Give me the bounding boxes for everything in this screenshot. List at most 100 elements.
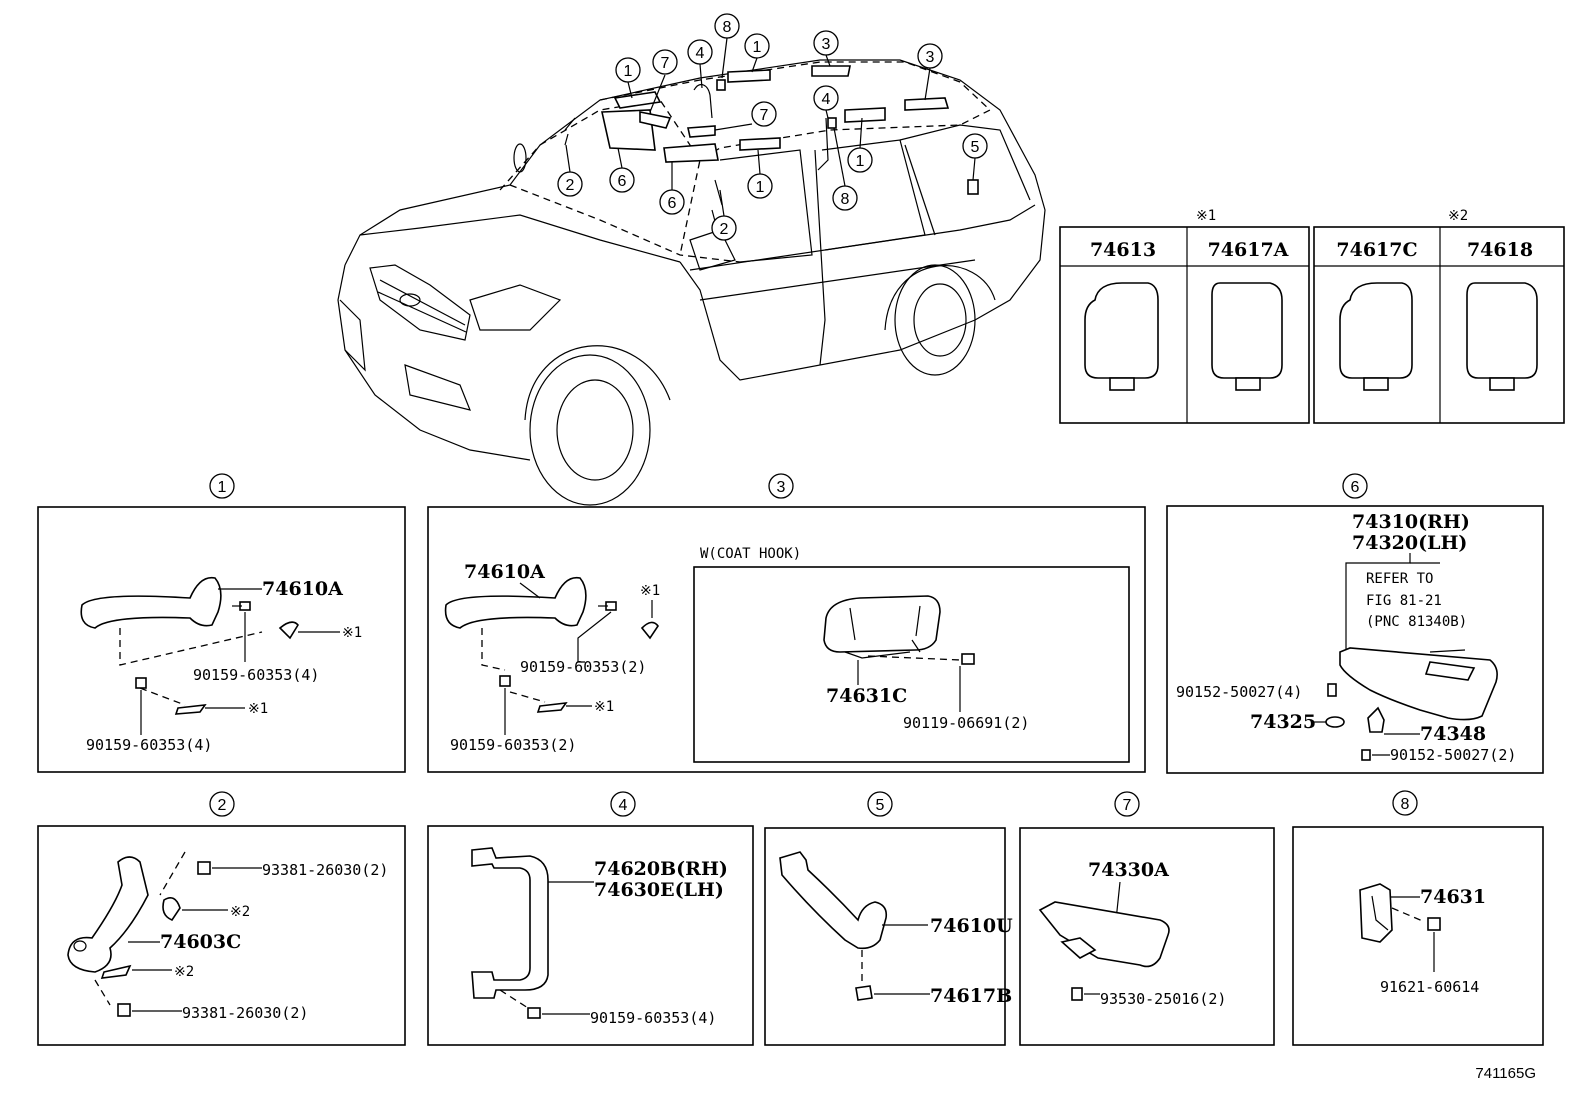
svg-text:74610U: 74610U [930, 915, 1013, 937]
callout-7: 7 [649, 49, 678, 113]
panel-7: 7 74330A 93530-25016(2) [1019, 791, 1275, 1046]
panel-4: 4 74620B(RH) 74630E(LH) 90159-60353(4) [427, 791, 754, 1046]
svg-text:7: 7 [661, 55, 670, 72]
svg-text:1: 1 [218, 479, 227, 496]
cap-shape-74618 [1466, 282, 1538, 391]
svg-text:90159-60353(4): 90159-60353(4) [193, 666, 319, 684]
callout-1: 1 [615, 57, 641, 99]
svg-text:74330A: 74330A [1088, 859, 1169, 881]
panel-5: 5 74610U 74617B [764, 791, 1013, 1046]
callout-2: 2 [711, 189, 737, 241]
svg-text:2: 2 [218, 797, 227, 814]
callout-1: 1 [747, 149, 773, 199]
svg-text:74348: 74348 [1420, 723, 1486, 745]
svg-text:90159-60353(2): 90159-60353(2) [520, 658, 646, 676]
svg-text:74620B(RH): 74620B(RH) [594, 858, 728, 880]
svg-text:2: 2 [566, 177, 575, 194]
svg-text:90152-50027(4): 90152-50027(4) [1176, 683, 1302, 701]
svg-text:4: 4 [619, 797, 628, 814]
coat-hook-handle [823, 595, 941, 659]
callout-2: 2 [557, 144, 583, 197]
svg-text:1: 1 [624, 63, 633, 80]
svg-text:※1: ※1 [594, 699, 614, 715]
svg-text:90119-06691(2): 90119-06691(2) [903, 714, 1029, 732]
svg-text:6: 6 [668, 195, 677, 212]
svg-text:8: 8 [1401, 796, 1410, 813]
svg-text:74630E(LH): 74630E(LH) [594, 879, 724, 901]
part-74618: 74618 [1467, 239, 1533, 261]
callout-5: 5 [962, 133, 988, 181]
callout-4: 4 [813, 85, 839, 119]
svg-text:W(COAT HOOK): W(COAT HOOK) [700, 546, 801, 562]
part-74617A: 74617A [1208, 239, 1289, 261]
svg-text:8: 8 [841, 191, 850, 208]
part-74617C: 74617C [1336, 239, 1417, 261]
callout-4: 4 [687, 39, 713, 89]
svg-text:1: 1 [856, 153, 865, 170]
svg-text:74310(RH): 74310(RH) [1352, 511, 1470, 533]
cap-shape-74617A [1211, 282, 1283, 391]
callout-7: 7 [714, 101, 777, 131]
svg-text:74631: 74631 [1420, 886, 1486, 908]
panel-6: 6 74310(RH) 74320(LH) REFER TO FIG 81-21… [1166, 473, 1544, 774]
svg-text:90159-60353(2): 90159-60353(2) [450, 736, 576, 754]
callout-6: 6 [609, 147, 635, 193]
svg-text:90159-60353(4): 90159-60353(4) [590, 1009, 716, 1027]
marks-table: ※1 ※2 74613 74617A 74617C 74618 [1059, 208, 1565, 424]
panel-3: 3 74610A 90159-60353(2) ※1 90159-60353(2… [427, 473, 1146, 773]
svg-text:90152-50027(2): 90152-50027(2) [1390, 746, 1516, 764]
cap-shape-74617C [1339, 282, 1413, 391]
svg-text:1: 1 [756, 179, 765, 196]
svg-text:93381-26030(2): 93381-26030(2) [262, 861, 388, 879]
diagram-code: 741165G [1475, 1065, 1536, 1082]
svg-text:6: 6 [618, 173, 627, 190]
svg-text:2: 2 [720, 221, 729, 238]
callout-8: 8 [832, 127, 858, 211]
svg-text:74610A: 74610A [262, 578, 343, 600]
callout-1: 1 [744, 33, 770, 73]
svg-text:REFER TO: REFER TO [1366, 571, 1433, 587]
bolt [232, 601, 251, 611]
svg-text:91621-60614: 91621-60614 [1380, 978, 1479, 996]
svg-text:※2: ※2 [1448, 208, 1468, 224]
svg-text:74617B: 74617B [930, 985, 1012, 1007]
svg-text:※1: ※1 [640, 583, 660, 599]
svg-text:4: 4 [696, 45, 705, 62]
svg-text:FIG 81-21: FIG 81-21 [1366, 593, 1442, 609]
cap-shape-74613 [1084, 282, 1159, 391]
svg-text:※1: ※1 [248, 701, 268, 717]
svg-text:7: 7 [1123, 797, 1132, 814]
callout-1: 1 [847, 117, 873, 173]
svg-text:※1: ※1 [1196, 208, 1216, 224]
svg-text:3: 3 [926, 49, 935, 66]
vehicle-illustration [337, 59, 1046, 506]
svg-text:※1: ※1 [342, 625, 362, 641]
svg-text:※2: ※2 [174, 964, 194, 980]
svg-text:90159-60353(4): 90159-60353(4) [86, 736, 212, 754]
callout-8: 8 [714, 13, 740, 79]
svg-text:74610A: 74610A [464, 561, 545, 583]
svg-text:8: 8 [723, 19, 732, 36]
svg-text:5: 5 [876, 797, 885, 814]
svg-text:74603C: 74603C [160, 931, 241, 953]
svg-text:74320(LH): 74320(LH) [1352, 532, 1467, 554]
panel-2: 2 93381-26030(2) ※2 74603C ※2 93381-2603… [37, 791, 406, 1046]
svg-text:※2: ※2 [230, 904, 250, 920]
svg-text:3: 3 [822, 36, 831, 53]
svg-text:6: 6 [1351, 479, 1360, 496]
svg-text:74325: 74325 [1250, 711, 1316, 733]
svg-text:93530-25016(2): 93530-25016(2) [1100, 990, 1226, 1008]
svg-text:5: 5 [971, 139, 980, 156]
part-74613: 74613 [1090, 239, 1156, 261]
panel-8: 8 74631 91621-60614 [1292, 790, 1544, 1046]
svg-text:7: 7 [760, 107, 769, 124]
svg-text:4: 4 [822, 91, 831, 108]
panel-1: 1 74610A 90159-60353(4) ※1 90159-60353(4… [37, 473, 406, 773]
callout-6: 6 [659, 162, 685, 215]
svg-text:3: 3 [777, 479, 786, 496]
vehicle-callouts: 1 7 4 8 1 3 3 4 7 1 2 6 6 1 8 5 2 [557, 13, 988, 241]
callout-3: 3 [813, 30, 839, 67]
callout-3: 3 [917, 43, 943, 101]
svg-text:93381-26030(2): 93381-26030(2) [182, 1004, 308, 1022]
